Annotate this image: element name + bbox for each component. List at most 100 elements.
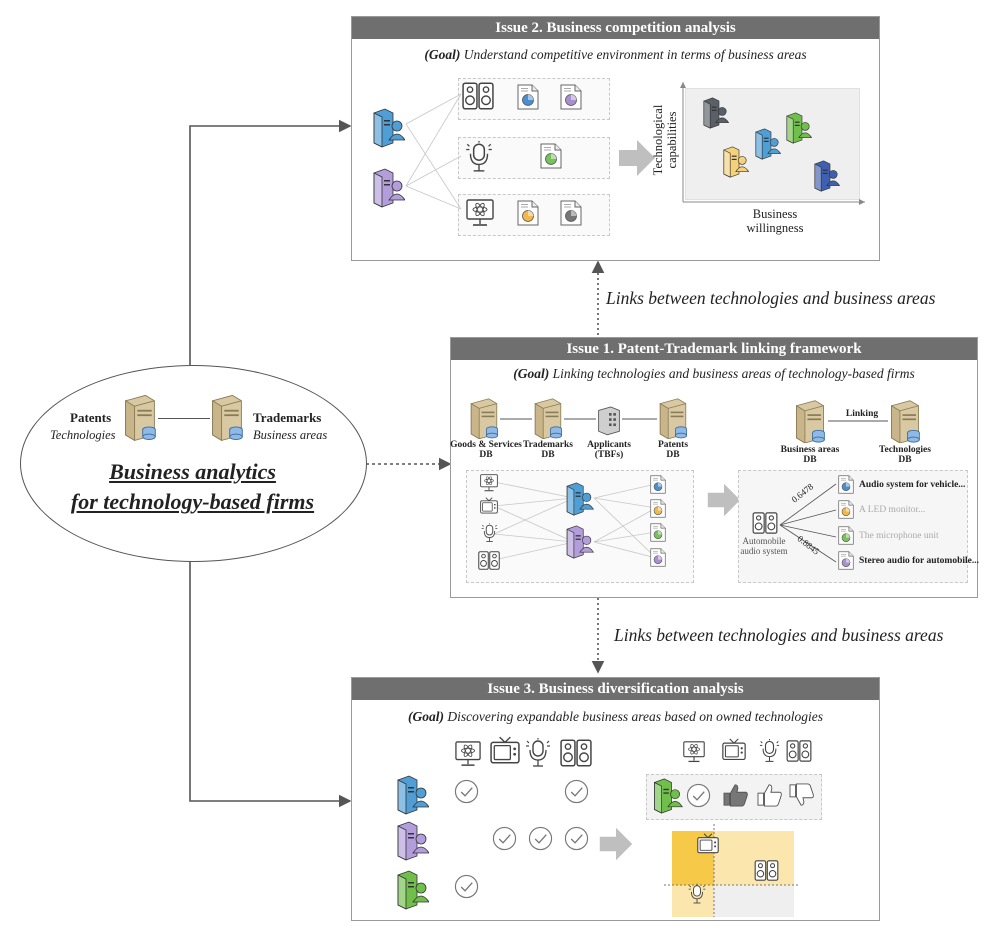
document-icon <box>838 551 854 570</box>
business-db-icon <box>793 399 827 443</box>
microphone-icon <box>688 883 706 905</box>
check-icon <box>564 779 589 804</box>
firm-blue-icon <box>564 482 594 516</box>
issue3-goal-prefix: (Goal) <box>408 709 445 724</box>
technologies-db-label-line1: Technologies <box>879 445 931 455</box>
microphone-icon <box>481 523 498 543</box>
document-icon <box>560 200 582 226</box>
issue2-goal: (Goal) Understand competitive environmen… <box>352 47 879 63</box>
issue2-goal-prefix: (Goal) <box>424 47 461 62</box>
document-icon <box>838 475 854 494</box>
trademarks-db-label-line1: Trademarks <box>523 440 573 450</box>
goods-db-label-line1: Goods & Services <box>450 440 522 450</box>
automobile-label-line2: audio system <box>740 545 788 556</box>
document-icon <box>540 143 562 169</box>
tv-icon <box>722 738 746 762</box>
document-icon <box>517 84 539 110</box>
issue2-x-axis-line2: willingness <box>746 221 804 235</box>
document-icon <box>838 500 854 519</box>
patents-label: Patents <box>70 410 112 425</box>
linking-label: Linking <box>845 409 879 419</box>
issue3-goal-text: Discovering expandable business areas ba… <box>444 709 823 724</box>
speaker-icon <box>462 82 494 110</box>
issue1-network-links <box>493 481 657 561</box>
applicants-label-line2: (TBFs) <box>594 449 624 460</box>
links-label-bottom: Links between technologies and business … <box>614 625 944 645</box>
firm-dark-icon <box>701 97 729 129</box>
patents-db-label-line1: Patents <box>657 440 689 450</box>
business-db-label-line2: DB <box>803 454 817 465</box>
document-icon <box>650 548 666 567</box>
technologies-db-label-line2: DB <box>898 454 912 465</box>
speaker-icon <box>478 551 500 570</box>
main-title-line2: for technology-based firms <box>70 489 315 514</box>
issue3-title: Issue 3. Business diversification analys… <box>352 678 879 700</box>
applicants-label: Applicants(TBFs) <box>578 440 640 461</box>
goods-db-label-line2: DB <box>479 449 493 460</box>
patents-server-icon <box>122 393 158 441</box>
main-title: Business analytics for technology-based … <box>20 457 365 517</box>
monitor-atom-icon <box>455 741 481 767</box>
tv-icon <box>490 736 520 766</box>
monitor-atom-icon <box>466 199 494 227</box>
issue2-plot-axes <box>680 82 865 205</box>
trademarks-label: Trademarks <box>253 410 322 425</box>
patents-sublabel: Technologies <box>50 428 116 442</box>
monitor-atom-icon <box>480 474 498 492</box>
firm-purple-icon <box>564 525 594 559</box>
result-3: The microphone unit <box>859 531 939 541</box>
issue1-goal-prefix: (Goal) <box>513 366 550 381</box>
issue3-heatmap <box>664 824 800 917</box>
firm-green-icon <box>784 112 812 144</box>
check-icon <box>454 874 479 899</box>
trademarks-server-icon <box>209 393 245 441</box>
trademarks-sublabel: Business areas <box>253 428 328 442</box>
business-db-label-line1: Business areas <box>780 445 840 455</box>
issue2-firm-blue-icon <box>371 108 405 148</box>
microphone-icon <box>525 738 551 768</box>
document-icon <box>560 84 582 110</box>
firm-green-icon <box>651 778 683 814</box>
issue3-goal: (Goal) Discovering expandable business a… <box>352 709 879 725</box>
result-4: Stereo audio for automobile... <box>859 556 979 566</box>
issue2-y-axis-label: Technological capabilities <box>651 104 679 176</box>
applicants-label-line1: Applicants <box>587 440 631 450</box>
issue3-arrow-icon <box>598 826 634 862</box>
main-ellipse <box>20 365 367 562</box>
issue2-y-axis-label-wrap: Technological capabilities <box>645 88 685 198</box>
technologies-db-icon <box>888 399 922 443</box>
firm-navy-icon <box>812 160 840 192</box>
check-icon <box>686 783 711 808</box>
issue1-goal: (Goal) Linking technologies and business… <box>451 366 977 382</box>
ellipse-link-line <box>158 418 210 419</box>
result-2: A LED monitor... <box>859 505 926 515</box>
check-icon <box>454 779 479 804</box>
thumbs-down-icon <box>789 783 815 807</box>
issue2-firm-purple-icon <box>371 168 405 208</box>
issue2-goal-text: Understand competitive environment in te… <box>460 47 807 62</box>
trademarks-db-label-line2: DB <box>541 449 555 460</box>
issue1-result-links <box>779 483 837 563</box>
thumbs-up-outline-icon <box>757 783 783 807</box>
issue1-title: Issue 1. Patent-Trademark linking framew… <box>451 338 977 360</box>
document-icon <box>650 475 666 494</box>
check-icon <box>492 826 517 851</box>
tv-icon <box>697 833 719 855</box>
result-1: Audio system for vehicle... <box>859 480 966 490</box>
thumbs-up-icon <box>723 783 749 807</box>
speaker-icon <box>786 740 812 762</box>
patents-db-label-line2: DB <box>666 449 680 460</box>
tv-icon <box>480 497 498 515</box>
firm-blue-icon <box>753 128 781 160</box>
speaker-icon <box>752 512 778 534</box>
main-title-line1: Business analytics <box>109 459 276 484</box>
document-icon <box>650 499 666 518</box>
check-icon <box>564 826 589 851</box>
speaker-icon <box>560 739 592 767</box>
